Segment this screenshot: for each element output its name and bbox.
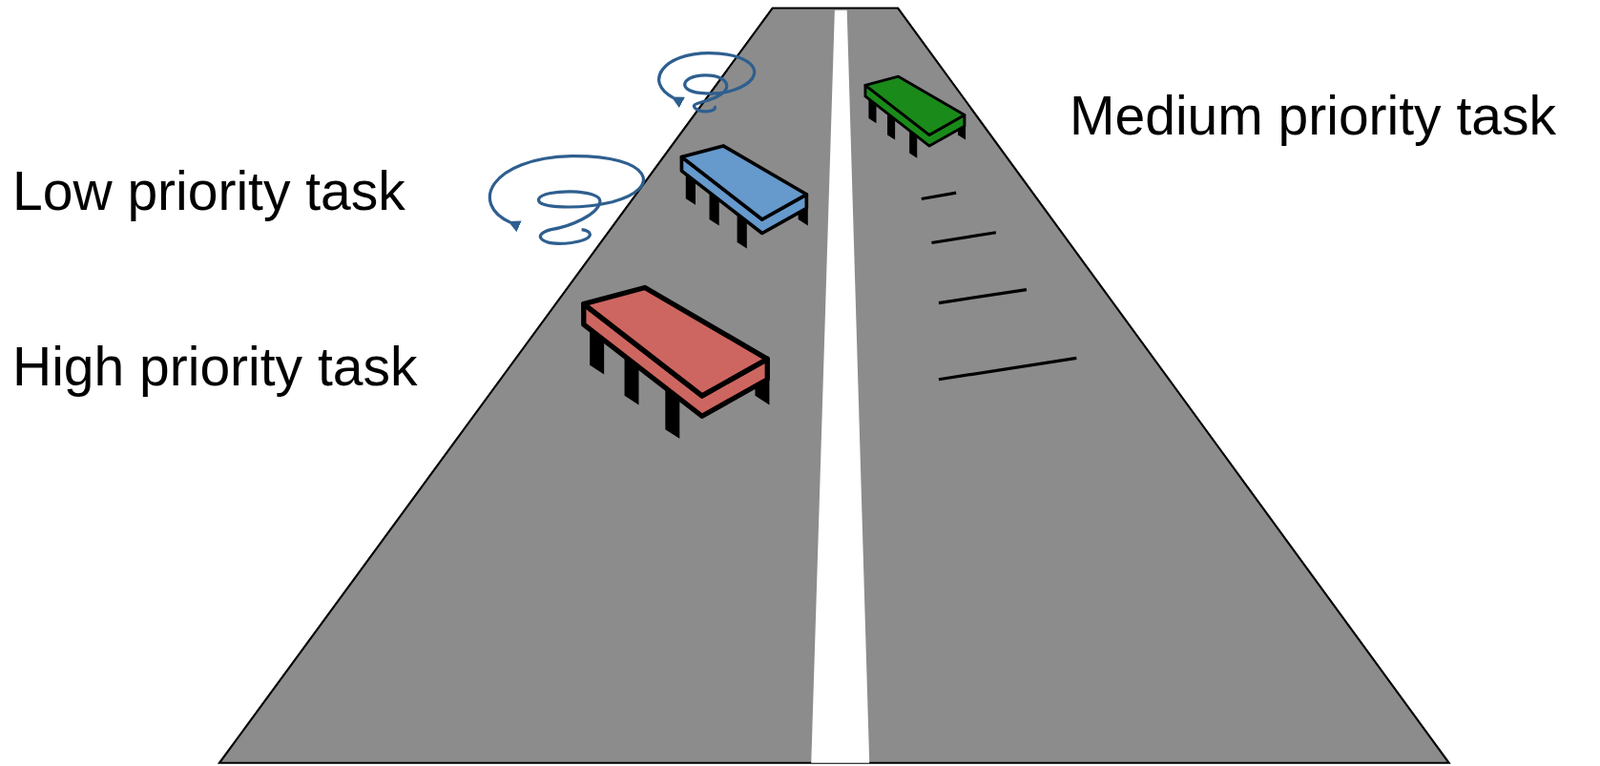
medium-chip bbox=[865, 76, 966, 158]
center-stripe bbox=[810, 10, 870, 764]
swirl bbox=[489, 156, 644, 245]
high-chip bbox=[583, 288, 770, 439]
low-chip bbox=[681, 145, 808, 250]
swirl bbox=[659, 53, 755, 112]
task-label: Medium priority task bbox=[1069, 88, 1557, 144]
task-label: Low priority task bbox=[12, 164, 406, 219]
speed-lines bbox=[921, 192, 1078, 380]
task-label: High priority task bbox=[12, 339, 417, 395]
